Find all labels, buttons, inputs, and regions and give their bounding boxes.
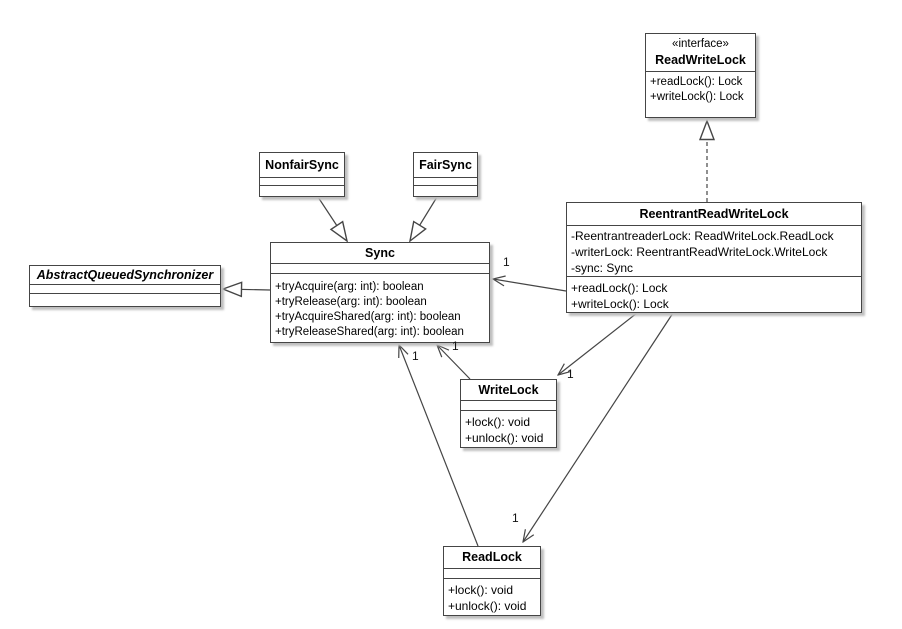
methods-compartment: +lock(): void +unlock(): void [461,410,556,447]
class-title-readwritelock: «interface» ReadWriteLock [646,34,755,71]
class-name: WriteLock [478,382,539,397]
method-item: +tryRelease(arg: int): boolean [275,296,427,308]
method-item: +readLock(): Lock [650,76,743,88]
method-item: +tryReleaseShared(arg: int): boolean [275,326,464,338]
method-item: +writeLock(): Lock [571,297,669,311]
class-box-nonfairsync[interactable]: NonfairSync [259,152,345,197]
association-edge-reentrantreadwritelock-to-writelock [558,312,638,375]
methods-compartment: +readLock(): Lock +writeLock(): Lock [567,276,861,312]
class-box-abstractqueuedsynchronizer[interactable]: AbstractQueuedSynchronizer [29,265,221,307]
class-box-readwritelock[interactable]: «interface» ReadWriteLock +readLock(): L… [645,33,756,118]
class-title-abstractqueuedsynchronizer: AbstractQueuedSynchronizer [30,266,220,284]
attributes-compartment-empty [461,400,556,410]
methods-compartment-empty [30,293,220,306]
attributes-compartment-empty [271,263,489,273]
class-title-writelock: WriteLock [461,380,556,400]
multiplicity-label-rrwl-writelock: 1 [567,367,574,381]
method-item: +unlock(): void [465,431,544,445]
class-box-reentrantreadwritelock[interactable]: ReentrantReadWriteLock -ReentrantreaderL… [566,202,862,313]
multiplicity-label-writelock-sync: 1 [452,339,459,353]
class-name: ReadWriteLock [655,52,746,67]
attribute-item: -writerLock: ReentrantReadWriteLock.Writ… [571,245,828,259]
methods-compartment-empty [414,185,477,196]
class-box-writelock[interactable]: WriteLock +lock(): void +unlock(): void [460,379,557,448]
class-name: AbstractQueuedSynchronizer [36,267,214,282]
generalization-edge-fairsync-to-sync [408,196,438,243]
attributes-compartment: -ReentrantreaderLock: ReadWriteLock.Read… [567,225,861,276]
generalization-edge-sync-to-abstractqueuedsynchronizer [221,281,271,298]
class-title-sync: Sync [271,243,489,263]
methods-compartment: +lock(): void +unlock(): void [444,578,540,615]
attribute-item: -ReentrantreaderLock: ReadWriteLock.Read… [571,229,834,243]
class-name: ReentrantReadWriteLock [639,206,789,221]
attribute-item: -sync: Sync [571,261,634,275]
class-name: NonfairSync [265,157,339,172]
methods-compartment-empty [260,185,344,196]
method-item: +writeLock(): Lock [650,91,744,103]
method-item: +tryAcquireShared(arg: int): boolean [275,311,461,323]
class-title-fairsync: FairSync [414,153,477,177]
class-title-nonfairsync: NonfairSync [260,153,344,177]
generalization-edge-nonfairsync-to-sync [317,196,349,243]
method-item: +readLock(): Lock [571,281,668,295]
class-box-readlock[interactable]: ReadLock +lock(): void +unlock(): void [443,546,541,616]
methods-compartment: +readLock(): Lock +writeLock(): Lock [646,71,755,117]
attributes-compartment-empty [444,568,540,578]
stereotype-label: «interface» [672,37,729,50]
class-name: FairSync [419,157,472,172]
attributes-compartment-empty [414,177,477,185]
class-title-readlock: ReadLock [444,547,540,568]
multiplicity-label-rrwl-sync: 1 [503,255,510,269]
multiplicity-label-readlock-sync: 1 [412,349,419,363]
multiplicity-label-rrwl-readlock: 1 [512,511,519,525]
class-title-reentrantreadwritelock: ReentrantReadWriteLock [567,203,861,225]
class-name: Sync [365,245,395,260]
method-item: +lock(): void [465,415,531,429]
class-name: ReadLock [462,550,522,564]
class-box-sync[interactable]: Sync +tryAcquire(arg: int): boolean +try… [270,242,490,343]
class-box-fairsync[interactable]: FairSync [413,152,478,197]
attributes-compartment-empty [260,177,344,185]
method-item: +unlock(): void [448,599,527,613]
methods-compartment: +tryAcquire(arg: int): boolean +tryRelea… [271,273,489,342]
attributes-compartment-empty [30,284,220,293]
method-item: +lock(): void [448,583,514,597]
association-edge-reentrantreadwritelock-to-sync [493,279,567,292]
method-item: +tryAcquire(arg: int): boolean [275,281,424,293]
